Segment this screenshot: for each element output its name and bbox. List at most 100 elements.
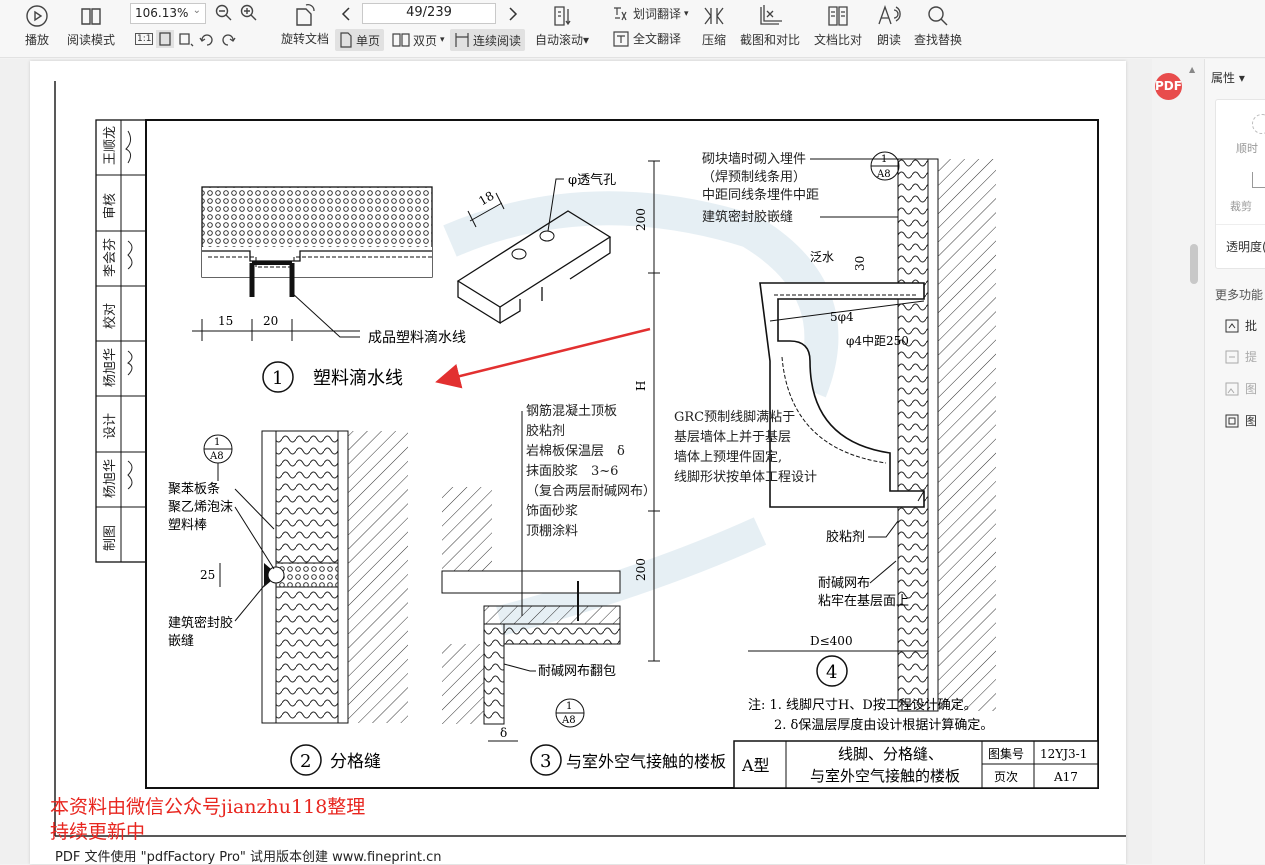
- rotate-clockwise-icon[interactable]: [1252, 114, 1265, 134]
- next-page-button[interactable]: [507, 6, 519, 22]
- d3-label-2: 岩棉板保温层 δ: [526, 444, 625, 459]
- batch-icon: [1225, 319, 1239, 332]
- d3-label-4: （复合两层耐碱网布）: [526, 484, 656, 499]
- single-page-button[interactable]: 单页: [335, 29, 385, 51]
- watermark-line-2: 持续更新中: [50, 821, 146, 843]
- view-fit-group: 1:1: [135, 30, 237, 48]
- d4-mesh-1: 粘牢在基层面上: [818, 594, 909, 609]
- title-type: A型: [741, 756, 770, 775]
- page-label: 页次: [994, 770, 1018, 784]
- watermark-line-1: 本资料由微信公众号jianzhu118整理: [50, 796, 366, 818]
- side-item-extract[interactable]: 提: [1225, 348, 1257, 365]
- auto-scroll-label: 自动滚动▾: [535, 33, 590, 47]
- full-translate-button[interactable]: 全文翻译: [612, 30, 681, 47]
- d3-label-5: 饰面砂浆: [526, 504, 578, 519]
- signature-4: 杨旭华: [103, 348, 118, 387]
- atlas-value: 12YJ3-1: [1040, 747, 1087, 761]
- rotate-doc-button[interactable]: 旋转文档: [281, 3, 329, 47]
- double-page-button[interactable]: 双页 ▾: [388, 29, 449, 51]
- document-viewer[interactable]: 王顺龙 审核 李会芬 校对 杨旭华 设计 杨旭华 制图: [0, 59, 1152, 864]
- d3-ref-top: 1: [566, 701, 572, 712]
- doc-compare-button[interactable]: 文档比对: [814, 4, 862, 48]
- book-icon: [81, 8, 101, 25]
- continuous-icon: [455, 33, 469, 47]
- d4-label-top-0: 砌块墙时砌入埋件: [702, 152, 806, 167]
- crop-icon[interactable]: [1252, 172, 1265, 188]
- doc-compare-label: 文档比对: [814, 33, 863, 47]
- signature-3: 校对: [102, 303, 118, 329]
- d2-label-a: 聚苯板条: [168, 481, 220, 497]
- search-icon: [928, 6, 948, 26]
- single-page-icon: [340, 32, 352, 48]
- d4-30: 30: [853, 256, 867, 271]
- signature-5: 设计: [103, 413, 118, 439]
- chevron-down-icon: ▾: [440, 35, 445, 45]
- continuous-label: 连续阅读: [473, 33, 522, 48]
- atlas-label: 图集号: [988, 746, 1024, 761]
- zoom-select[interactable]: 106.13% ⌄: [130, 3, 206, 24]
- opacity-label: 透明度(: [1226, 240, 1265, 254]
- scrollbar-thumb[interactable]: [1190, 244, 1198, 284]
- d3-label-6: 顶棚涂料: [526, 523, 578, 539]
- fit-page-icon[interactable]: [156, 30, 175, 48]
- actual-size-button[interactable]: 1:1: [135, 33, 154, 45]
- scroll-up-icon[interactable]: ▲: [1189, 65, 1196, 74]
- d4-ref-bot: A8: [876, 169, 891, 180]
- d4-dim-200b: 200: [634, 558, 648, 581]
- compress-label: 压缩: [702, 33, 727, 47]
- d4-number: 4: [826, 662, 837, 683]
- vertical-scrollbar[interactable]: ▲: [1185, 59, 1203, 864]
- image-export-icon: [1225, 414, 1239, 427]
- d2-dim-25: 25: [200, 568, 215, 582]
- find-replace-label: 查找替换: [914, 33, 963, 47]
- zoom-in-button[interactable]: [240, 4, 258, 22]
- fit-width-icon[interactable]: [177, 30, 195, 48]
- signature-0: 王顺龙: [103, 126, 118, 165]
- zoom-out-button[interactable]: [215, 4, 233, 22]
- screenshot-compare-button[interactable]: 截图和对比: [740, 4, 800, 48]
- note-2: 2. δ保温层厚度由设计根据计算确定。: [774, 717, 993, 733]
- pdf-badge[interactable]: PDF: [1155, 73, 1182, 100]
- d1-label: 成品塑料滴水线: [368, 329, 466, 346]
- d4-label-top-3: 建筑密封胶嵌缝: [702, 209, 793, 225]
- read-mode-label: 阅读模式: [67, 33, 116, 47]
- full-translate-label: 全文翻译: [633, 32, 682, 46]
- zoom-value: 106.13%: [135, 6, 189, 20]
- pdf-page: 王顺龙 审核 李会芬 校对 杨旭华 设计 杨旭华 制图: [30, 61, 1126, 864]
- rotate-right-icon[interactable]: [219, 30, 237, 48]
- find-replace-button[interactable]: 查找替换: [914, 4, 962, 48]
- play-button[interactable]: 播放: [25, 4, 49, 48]
- chevron-down-icon: ⌄: [192, 5, 201, 16]
- d4-dim-H: H: [634, 381, 648, 391]
- read-mode-button[interactable]: 阅读模式: [67, 4, 115, 48]
- rotate-doc-label: 旋转文档: [281, 32, 330, 46]
- d4-glue: 胶粘剂: [826, 529, 865, 545]
- compress-icon: [704, 7, 724, 25]
- side-item-image-1[interactable]: 图: [1225, 380, 1257, 397]
- d3-label-1: 胶粘剂: [526, 423, 565, 439]
- d3-mesh: 耐碱网布翻包: [538, 664, 616, 679]
- signature-column: 王顺龙 审核 李会芬 校对 杨旭华 设计 杨旭华 制图: [96, 126, 146, 551]
- rotate-left-icon[interactable]: [198, 30, 216, 48]
- extract-icon: [1225, 350, 1239, 363]
- compress-button[interactable]: 压缩: [702, 4, 726, 48]
- prev-page-button[interactable]: [340, 6, 352, 22]
- d1-dim-15: 15: [218, 314, 233, 328]
- auto-scroll-button[interactable]: 自动滚动▾: [535, 4, 589, 48]
- read-aloud-button[interactable]: 朗读: [876, 4, 902, 48]
- word-translate-button[interactable]: 划词翻译 ▾: [612, 5, 689, 22]
- title-main-1: 线脚、分格缝、: [838, 745, 943, 763]
- chevron-down-icon: ▾: [684, 8, 689, 19]
- d4-mesh-0: 耐碱网布: [818, 576, 870, 591]
- chevron-right-icon: [509, 7, 518, 21]
- page-number-input[interactable]: 49/239: [362, 3, 496, 24]
- side-item-image-2[interactable]: 图: [1225, 412, 1257, 429]
- side-item-batch[interactable]: 批: [1225, 317, 1257, 334]
- d1-title: 塑料滴水线: [313, 368, 403, 389]
- continuous-read-button[interactable]: 连续阅读: [450, 29, 526, 51]
- properties-header[interactable]: 属性 ▾: [1211, 71, 1245, 85]
- double-page-icon: [392, 33, 410, 47]
- clockwise-label: 顺时: [1236, 142, 1258, 155]
- signature-2: 李会芬: [103, 238, 118, 277]
- detail-4-cornice: 200 H 200 1 A8 砌块墙时砌入埋件 （焊预制线条用） 中距同线条埋件…: [634, 151, 996, 733]
